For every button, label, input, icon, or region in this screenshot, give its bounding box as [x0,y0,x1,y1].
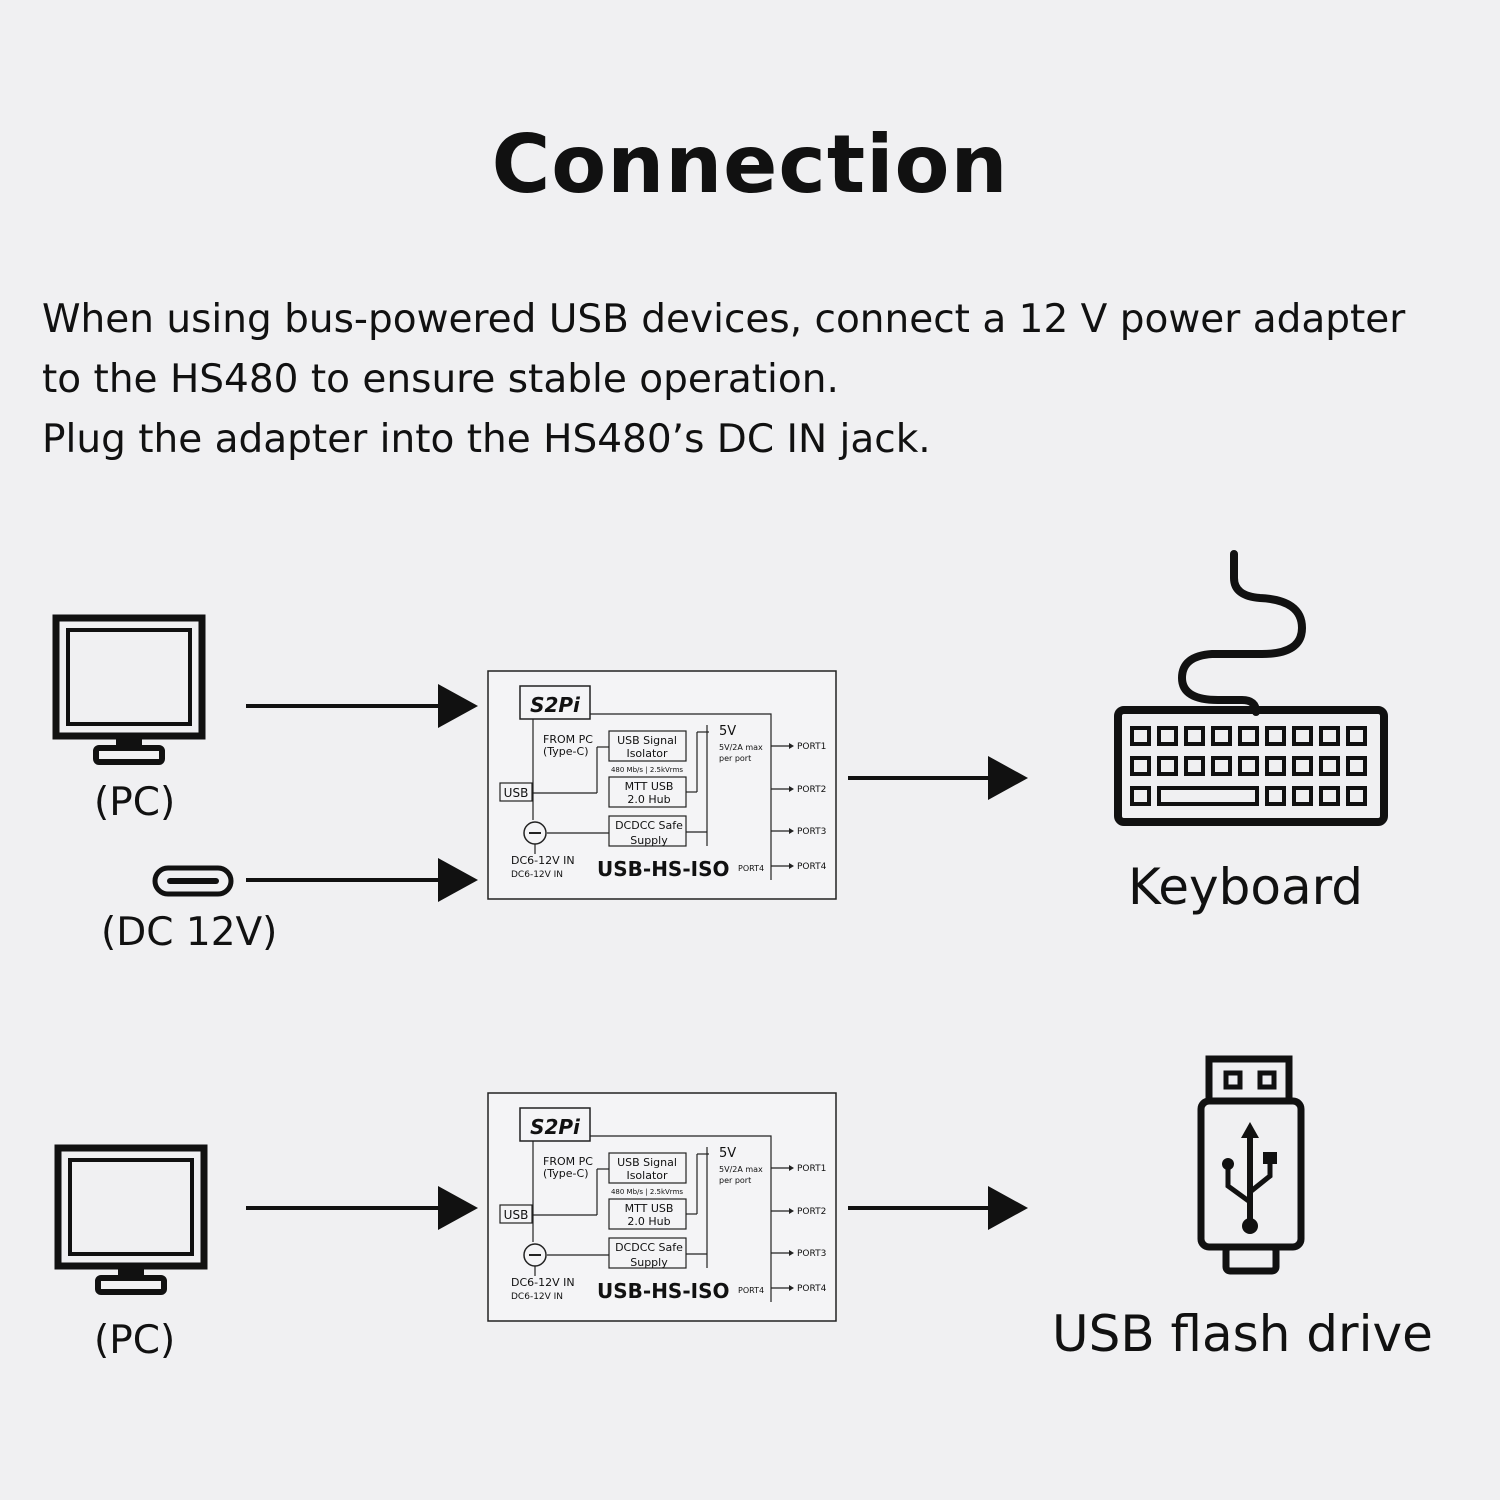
board-logo: S2Pi [530,1115,581,1139]
board-port2: PORT2 [797,785,826,795]
board-from-pc: FROM PC [543,733,593,746]
description-line-3: Plug the adapter into the HS480’s DC IN … [42,417,931,462]
board-logo: S2Pi [530,693,581,717]
description: When using bus-powered USB devices, conn… [42,290,1482,470]
board-port3: PORT3 [797,827,826,837]
board-from-pc: FROM PC [543,1155,593,1168]
board-port4-small: PORT4 [738,864,764,873]
board-usb: USB [504,786,529,800]
board-dc-in-1: DC6-12V IN [511,1276,575,1289]
board-5v-spec-2: per port [719,1176,751,1185]
board-port4: PORT4 [797,862,827,872]
board-hub-2: 2.0 Hub [627,793,670,806]
board-port4-small: PORT4 [738,1286,764,1295]
board-dc-in-2: DC6-12V IN [511,870,563,880]
board-hub-1: MTT USB [625,1202,674,1215]
board-type-c: (Type-C) [543,745,589,758]
monitor-icon [52,614,206,765]
page-title: Connection [491,118,1009,211]
board-isolator-spec: 480 Mb/s | 2.5kVrms [611,766,683,774]
arrow-right-icon [246,1186,478,1230]
board-usb: USB [504,1208,529,1222]
description-line-2: to the HS480 to ensure stable operation. [42,357,839,402]
board-supply-1: DCDCC Safe [615,819,683,832]
pc-label: (PC) [94,1318,176,1363]
board-port4: PORT4 [797,1284,827,1294]
board-supply-1: DCDCC Safe [615,1241,683,1254]
arrow-right-icon [246,858,478,902]
board-hub-1: MTT USB [625,780,674,793]
board-supply-2: Supply [630,1256,668,1269]
arrow-right-icon [848,756,1028,800]
board-dc-in-1: DC6-12V IN [511,854,575,867]
hs-iso-board: S2Pi FROM PC (Type-C) USB USB Signal Iso… [487,670,837,900]
arrow-right-icon [246,684,478,728]
board-hub-2: 2.0 Hub [627,1215,670,1228]
board-port1: PORT1 [797,1164,826,1174]
board-5v-spec-2: per port [719,754,751,763]
keyboard-icon [1114,550,1388,826]
board-port2: PORT2 [797,1207,826,1217]
board-type-c: (Type-C) [543,1167,589,1180]
board-5v: 5V [719,724,736,739]
usb-flash-drive-icon [1197,1055,1305,1275]
arrow-right-icon [848,1186,1028,1230]
hs-iso-board: S2Pi FROM PC (Type-C) USB USB Signal Iso… [487,1092,837,1322]
board-isolator-2: Isolator [626,1169,668,1182]
board-5v: 5V [719,1146,736,1161]
pc-label: (PC) [94,780,176,825]
board-model: USB-HS-ISO [597,1279,729,1303]
board-supply-2: Supply [630,834,668,847]
usb-flash-drive-label: USB flash drive [1052,1305,1433,1363]
board-5v-spec-1: 5V/2A max [719,1165,763,1174]
board-port1: PORT1 [797,742,826,752]
board-port3: PORT3 [797,1249,826,1259]
board-isolator-spec: 480 Mb/s | 2.5kVrms [611,1188,683,1196]
keyboard-label: Keyboard [1128,858,1364,916]
board-isolator-1: USB Signal [617,734,677,747]
description-line-1: When using bus-powered USB devices, conn… [42,297,1406,342]
board-dc-in-2: DC6-12V IN [511,1292,563,1302]
board-isolator-1: USB Signal [617,1156,677,1169]
monitor-icon [54,1144,208,1295]
board-5v-spec-1: 5V/2A max [719,743,763,752]
dc12v-label: (DC 12V) [101,910,278,955]
board-isolator-2: Isolator [626,747,668,760]
board-model: USB-HS-ISO [597,857,729,881]
usb-c-plug-icon [152,865,234,897]
